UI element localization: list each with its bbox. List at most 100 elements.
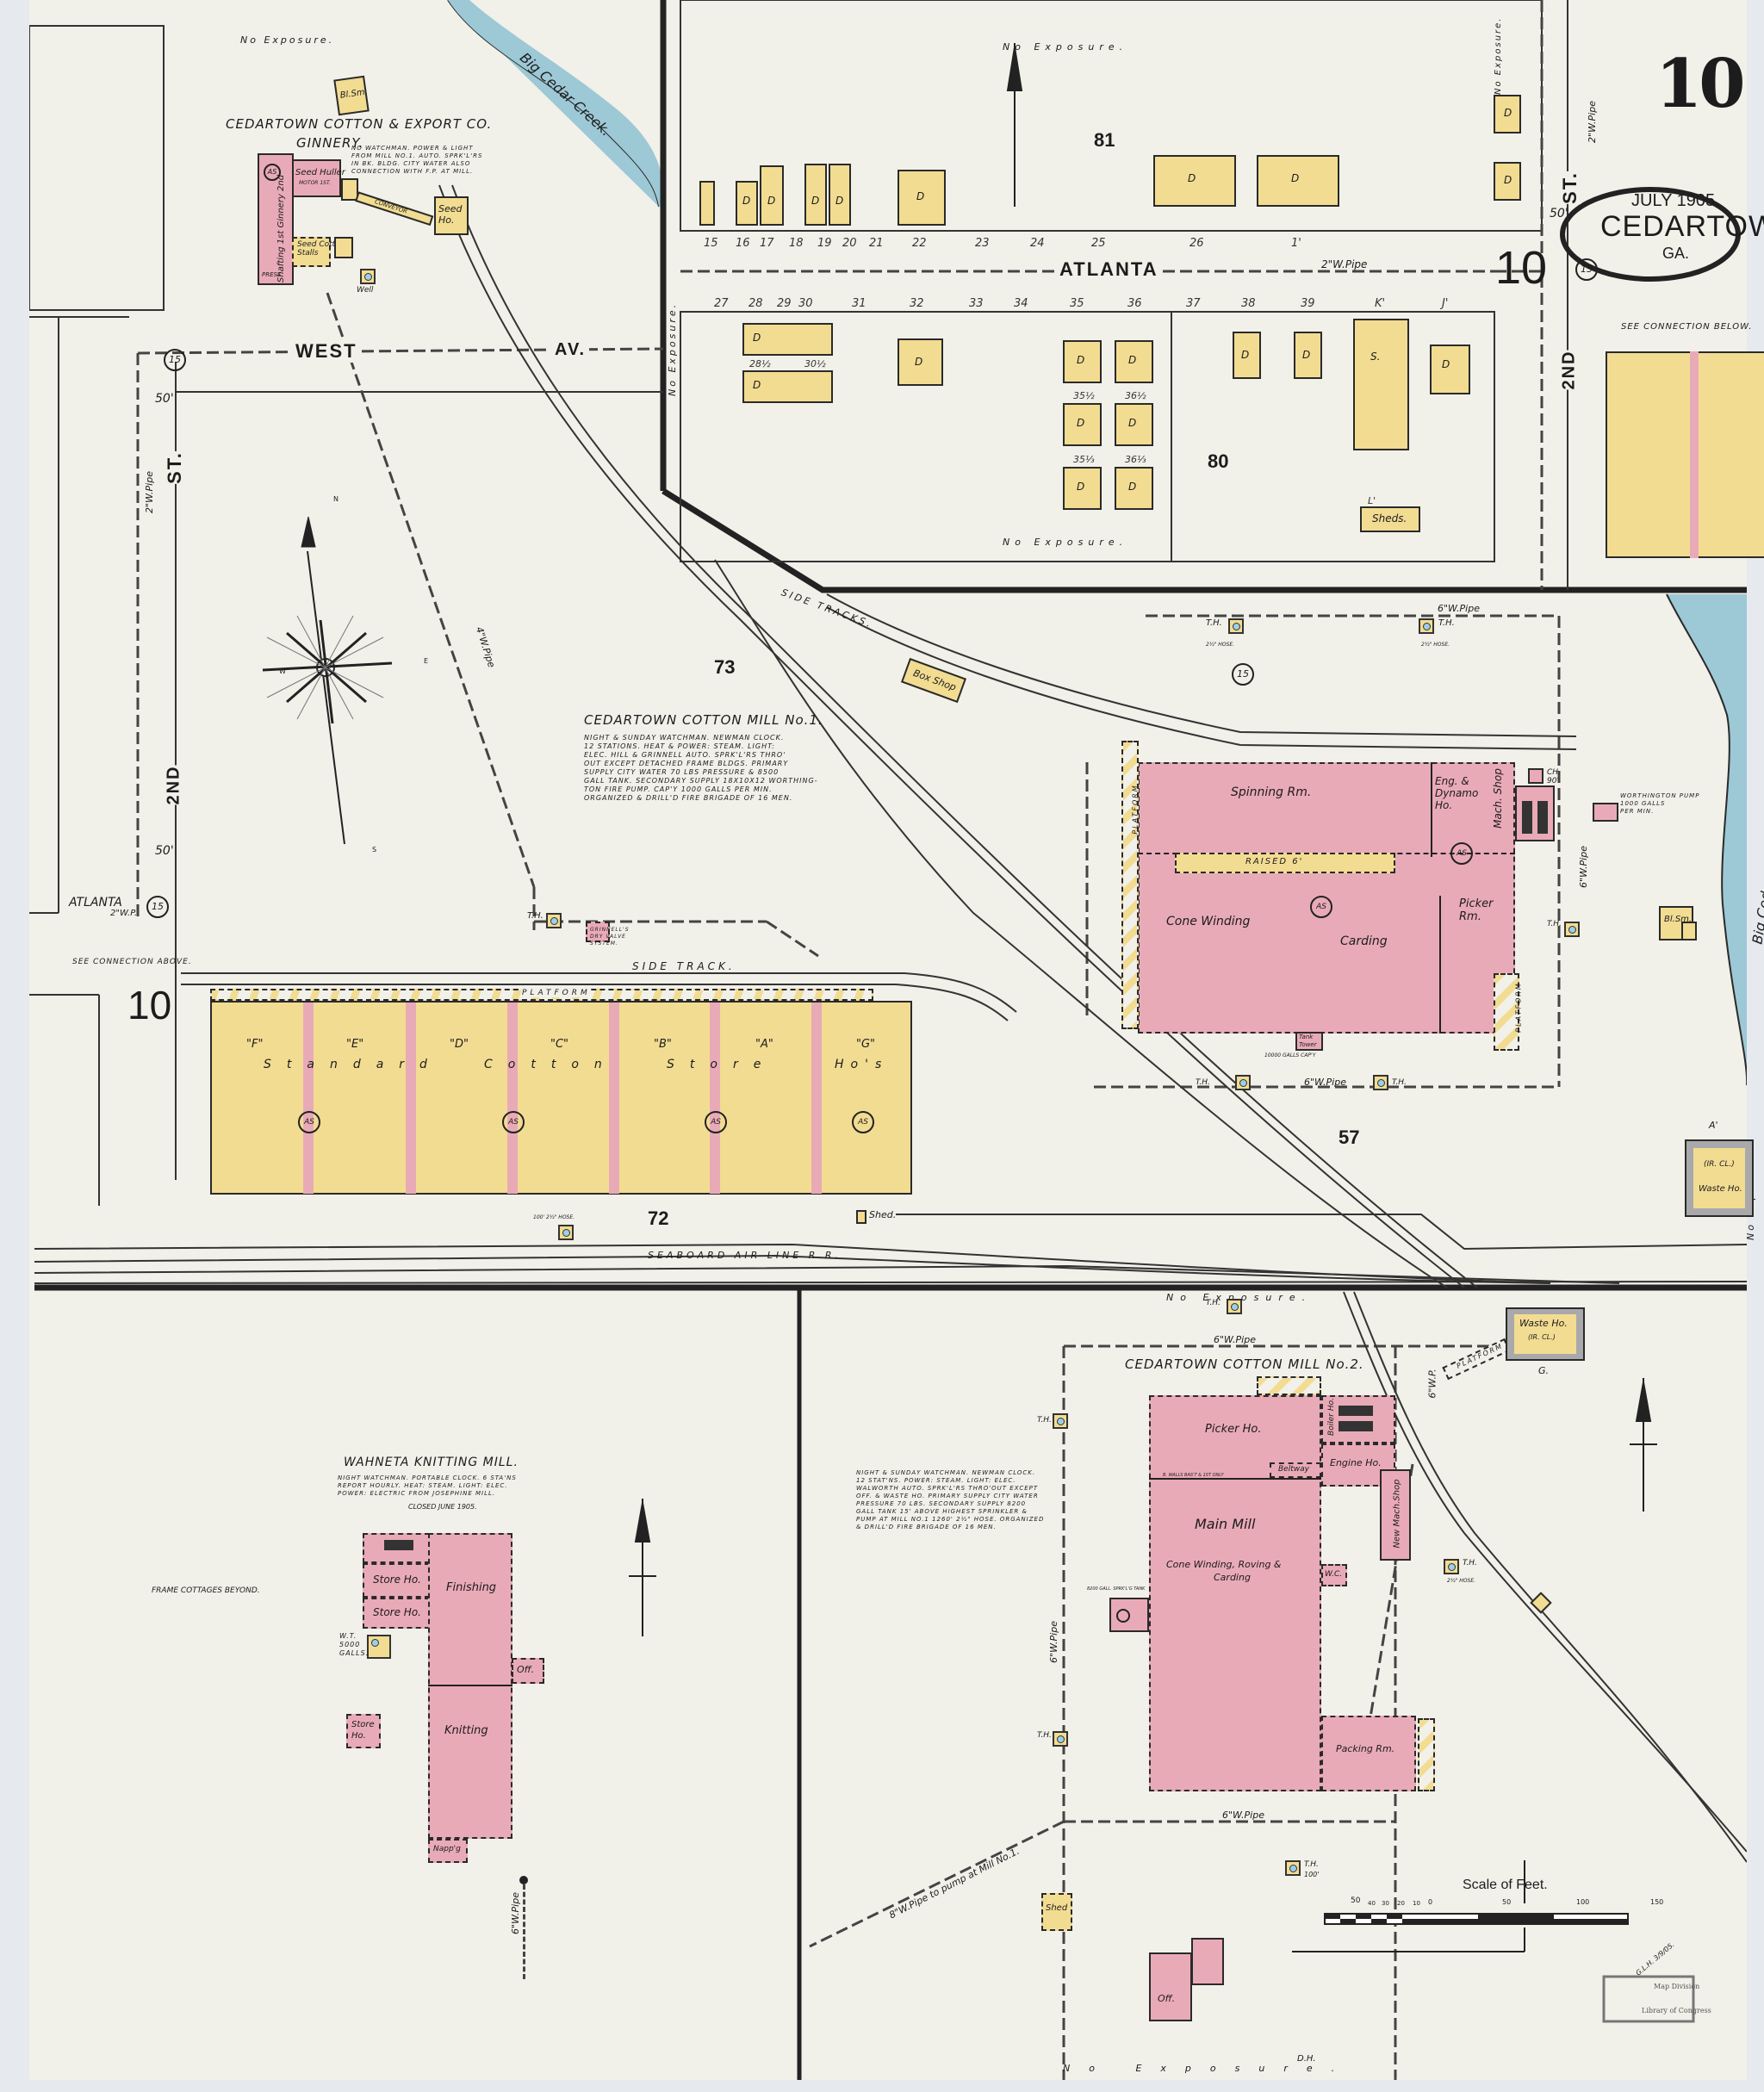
hydrant-icon[interactable]: [1228, 618, 1244, 634]
sheds[interactable]: Sheds.: [1360, 506, 1420, 532]
cotton-store-building[interactable]: [210, 1001, 912, 1195]
hydrant-circle-15-c: 15: [1575, 258, 1598, 281]
dwelling[interactable]: D: [898, 170, 946, 226]
mill2-boiler-house[interactable]: [1321, 1395, 1395, 1443]
boiler-icon: [384, 1540, 413, 1550]
bay-a: "A": [755, 1038, 773, 1051]
shed[interactable]: [856, 1210, 866, 1224]
hydrant-icon[interactable]: [1053, 1413, 1068, 1429]
hydrant-icon[interactable]: [546, 913, 562, 928]
seed-cotton-stall[interactable]: [334, 237, 353, 258]
room-picker: Picker Ho.: [1205, 1423, 1262, 1436]
dwelling[interactable]: D: [742, 323, 833, 356]
worthington-pump-house[interactable]: [1593, 803, 1618, 822]
dwelling[interactable]: D: [1257, 155, 1339, 207]
store-house-3[interactable]: Store Ho.: [346, 1714, 381, 1748]
platform-mill2[interactable]: [1257, 1376, 1321, 1395]
dwelling[interactable]: D: [1115, 403, 1153, 446]
conveyor-building[interactable]: [341, 178, 358, 201]
mill2-note: NIGHT & SUNDAY WATCHMAN. NEWMAN CLOCK. 1…: [856, 1469, 1045, 1530]
platform-stores[interactable]: PLATFORM: [210, 989, 873, 1001]
hydrant-icon[interactable]: [1053, 1731, 1068, 1747]
street-2nd-left: 2ND: [164, 765, 184, 805]
wc[interactable]: W.C.: [1321, 1564, 1347, 1586]
dwelling[interactable]: D: [898, 338, 943, 386]
dwelling[interactable]: D: [1063, 340, 1102, 383]
dwelling[interactable]: D: [1063, 403, 1102, 446]
dwelling[interactable]: D: [804, 164, 827, 226]
new-mach-shop[interactable]: [1380, 1469, 1411, 1561]
water-tank-icon: [367, 1635, 391, 1659]
dwelling[interactable]: D: [1430, 345, 1470, 394]
hydrant-icon[interactable]: [558, 1225, 574, 1240]
dwelling[interactable]: D: [829, 164, 851, 226]
ginnery-blacksmith[interactable]: Bl.Sm.: [333, 75, 370, 116]
seed-cotton-stalls[interactable]: Seed Cotton Stalls: [292, 237, 345, 267]
dwelling[interactable]: D: [742, 370, 833, 403]
store-building[interactable]: S.: [1353, 319, 1409, 450]
room-carding: Carding: [1214, 1572, 1251, 1583]
shed[interactable]: Shed: [1041, 1893, 1072, 1931]
mill1-boiler-house[interactable]: [1515, 785, 1555, 841]
packing-room[interactable]: Packing Rm.: [1321, 1716, 1416, 1791]
platform-left[interactable]: [1121, 741, 1139, 1029]
scale-bar: [1292, 1860, 1629, 1952]
hydrant-icon[interactable]: [1444, 1559, 1459, 1574]
dwelling[interactable]: D: [736, 181, 758, 226]
grinnell-dry-valve[interactable]: [586, 922, 610, 942]
hydrant-icon[interactable]: [1564, 922, 1580, 937]
dwelling[interactable]: D: [1115, 340, 1153, 383]
waste-house-mill2[interactable]: Waste Ho. (IR. CL.): [1506, 1307, 1585, 1361]
small-outbuilding[interactable]: [1681, 922, 1697, 940]
mill2-main-building[interactable]: [1149, 1395, 1321, 1791]
dwelling[interactable]: D: [1494, 95, 1521, 133]
block-72: 72: [648, 1207, 669, 1229]
tank-tower[interactable]: Tank Tower: [1295, 1032, 1323, 1051]
hydrant-icon[interactable]: [1235, 1075, 1251, 1090]
see-connection-below: SEE CONNECTION BELOW.: [1621, 322, 1753, 332]
tank-label: 8200 GALL. SPRK'L'G TANK: [1087, 1586, 1146, 1592]
dwelling[interactable]: D: [1115, 467, 1153, 510]
no-exposure-c: No Exposure.: [1003, 537, 1128, 548]
ginnery-shafting: Shafting 1st Ginnery 2nd: [276, 174, 287, 283]
dwelling[interactable]: D: [1494, 162, 1521, 201]
bay-c: "C": [550, 1038, 569, 1051]
mill1-wall-v: [1431, 762, 1432, 857]
dwelling[interactable]: D: [1233, 332, 1261, 379]
brick-strip: [1690, 351, 1699, 558]
mill2-office-annex[interactable]: [1191, 1938, 1224, 1985]
pipe-6-label-b: 6"W.Pipe: [1304, 1077, 1346, 1088]
bay-d: "D": [450, 1038, 469, 1051]
room-engine: Eng. & Dynamo Ho.: [1435, 775, 1479, 811]
beltway[interactable]: Beltway: [1270, 1462, 1321, 1478]
street-atlanta-pipe-small: 2"W.P.: [110, 909, 138, 918]
waste-house-mill1[interactable]: (IR. CL.) Waste Ho.: [1685, 1139, 1754, 1217]
building-connection-strip[interactable]: [1606, 351, 1764, 558]
hydrant-circle-15-a: 15: [164, 349, 186, 371]
no-exposure-h: No Exposure.: [1494, 16, 1503, 95]
mill2-office[interactable]: Off.: [1149, 1952, 1192, 2021]
hydrant-icon[interactable]: [1373, 1075, 1388, 1090]
mill2-engine-house[interactable]: Engine Ho.: [1321, 1443, 1395, 1487]
street-2nd-pipe-left: 2"W.Pipe: [143, 471, 155, 513]
dwelling[interactable]: D: [1294, 332, 1322, 379]
seed-house[interactable]: Seed Ho.: [434, 196, 469, 235]
store-house-2[interactable]: Store Ho.: [363, 1598, 430, 1629]
hydrant-icon[interactable]: [1285, 1860, 1301, 1876]
hydrant-icon[interactable]: [1227, 1299, 1242, 1314]
dwelling[interactable]: D: [760, 165, 784, 226]
waste-house-letter: G.: [1538, 1365, 1550, 1376]
raised-platform[interactable]: RAISED 6': [1175, 853, 1395, 873]
platform-packing[interactable]: [1418, 1718, 1435, 1791]
dwelling[interactable]: [699, 181, 715, 226]
napping-room[interactable]: Napp'g: [428, 1839, 468, 1863]
dwelling[interactable]: D: [1153, 155, 1236, 207]
knitting-wall: [428, 1685, 512, 1686]
dwelling[interactable]: D: [1063, 467, 1102, 510]
knitting-office[interactable]: Off.: [512, 1658, 544, 1684]
compass-e: E: [424, 657, 429, 665]
store-house-1[interactable]: Store Ho.: [363, 1563, 430, 1598]
hydrant-icon[interactable]: [1419, 618, 1434, 634]
platform-right[interactable]: [1494, 973, 1519, 1051]
